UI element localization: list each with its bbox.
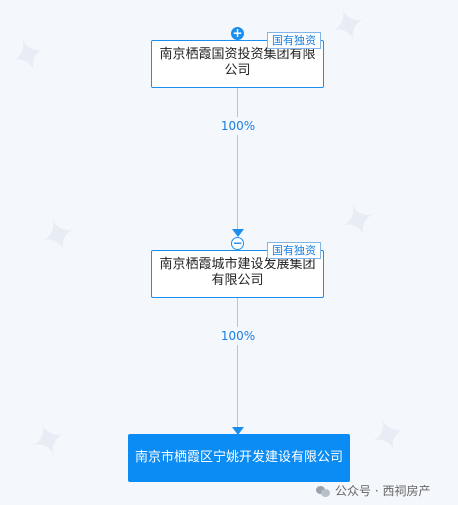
expand-plus-icon[interactable]: + (231, 26, 244, 40)
footer-channel: 公众号 · 西祠房产 (335, 484, 431, 498)
edge-line-1 (237, 88, 238, 236)
target-company-node[interactable]: 南京市栖霞区宁姚开发建设有限公司 (128, 434, 350, 482)
shareholder-node-1[interactable]: 国有独资 南京栖霞国资投资集团有限公司 (151, 32, 324, 88)
watermark: ✦ (22, 409, 79, 472)
watermark: ✦ (32, 204, 89, 267)
edge-line-2 (237, 298, 238, 430)
wechat-icon (316, 485, 331, 497)
edge-arrow-2 (232, 427, 244, 435)
footer-source: 公众号 · 西祠房产 (316, 482, 430, 499)
ownership-badge: 国有独资 (267, 32, 321, 49)
node-name: 南京栖霞国资投资集团有限公司 (159, 47, 316, 78)
collapse-minus-icon[interactable]: − (231, 236, 244, 250)
watermark: ✦ (332, 189, 389, 252)
ownership-badge: 国有独资 (267, 242, 321, 259)
shareholder-node-2[interactable]: 国有独资 南京栖霞城市建设发展集团有限公司 (151, 242, 324, 298)
edge-arrow-1 (232, 229, 244, 237)
watermark: ✦ (2, 24, 59, 87)
watermark: ✦ (362, 404, 419, 467)
node-name: 南京市栖霞区宁姚开发建设有限公司 (134, 450, 343, 465)
node-name: 南京栖霞城市建设发展集团有限公司 (159, 257, 316, 288)
edge-percent-2: 100% (212, 327, 264, 345)
watermark: ✦ (322, 0, 379, 57)
edge-percent-1: 100% (212, 117, 264, 135)
